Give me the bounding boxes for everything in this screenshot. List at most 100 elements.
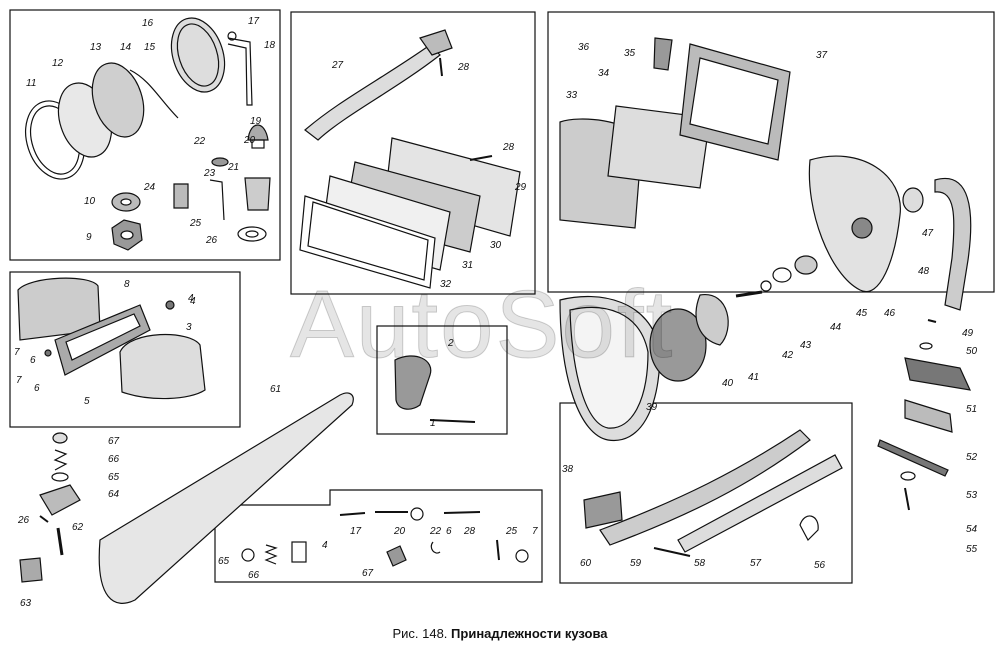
- label: 35: [624, 48, 636, 59]
- label: 29: [514, 182, 527, 193]
- holder-21: [244, 177, 271, 211]
- label: 67: [108, 436, 120, 447]
- label: 42: [782, 350, 794, 361]
- label: 33: [566, 90, 578, 101]
- label: 43: [800, 340, 812, 351]
- label: 24: [143, 182, 156, 193]
- washer-54: [900, 471, 916, 481]
- label: 63: [20, 598, 32, 609]
- label: 12: [52, 58, 64, 69]
- screw-26-left: [39, 515, 49, 523]
- nut-67: [52, 432, 68, 444]
- panel-ashtray-frame: [9, 271, 241, 428]
- label: 18: [264, 40, 276, 51]
- lamp-diffuser-13: [91, 62, 145, 138]
- label: 61: [270, 384, 281, 395]
- label: 44: [830, 322, 842, 333]
- label: 49: [962, 328, 974, 339]
- inset-label: 7: [532, 526, 538, 537]
- label: 3: [186, 322, 192, 333]
- label: 6: [34, 383, 40, 394]
- label: 14: [120, 42, 132, 53]
- coat-hook-2: [394, 355, 432, 410]
- cap-45: [794, 255, 818, 275]
- lamp-wire-14: [129, 69, 179, 119]
- washer-65: [51, 472, 69, 482]
- label: 7: [16, 375, 22, 386]
- washer-43: [760, 280, 772, 292]
- label: 4: [190, 296, 196, 307]
- label: 59: [630, 558, 642, 569]
- label: 19: [250, 116, 262, 127]
- spring-44: [772, 267, 792, 283]
- label: 25: [189, 218, 202, 229]
- label: 48: [918, 266, 930, 277]
- lamp-bracket-18: [227, 37, 253, 106]
- label: 66: [108, 454, 120, 465]
- panel-handle-frame: [559, 402, 853, 584]
- bracket-51: [904, 357, 972, 391]
- inset-label: 66: [248, 570, 260, 581]
- inset-label: 6: [446, 526, 452, 537]
- extra-label: 6: [30, 355, 36, 366]
- contact-23: [209, 179, 225, 221]
- label: 53: [966, 490, 978, 501]
- bolt-42: [735, 290, 763, 298]
- panel-mirror-frame: [290, 11, 536, 295]
- label: 50: [966, 346, 978, 357]
- label: 58: [694, 558, 706, 569]
- label: 65: [108, 472, 120, 483]
- watermark: AutoSoft: [289, 271, 675, 379]
- label: 8: [124, 279, 130, 290]
- spring-66: [53, 449, 68, 471]
- label: 16: [142, 18, 154, 29]
- inset-label: 67: [362, 568, 374, 579]
- screw-58: [653, 547, 691, 557]
- label: 2: [447, 338, 454, 349]
- extra-label: 7: [14, 347, 20, 358]
- label: 23: [203, 168, 216, 179]
- label: 46: [884, 308, 896, 319]
- label: 1: [430, 418, 436, 429]
- gasket-40: [649, 308, 707, 382]
- label: 15: [144, 42, 156, 53]
- label: 30: [490, 240, 502, 251]
- screw-28-b: [439, 57, 443, 77]
- inset-label: 25: [505, 526, 518, 537]
- label: 36: [578, 42, 590, 53]
- bar-57: [677, 454, 843, 553]
- washer-50: [919, 342, 933, 350]
- label: 54: [966, 524, 978, 535]
- panel-light-frame: [547, 11, 995, 293]
- extra-label: 26: [17, 515, 30, 526]
- inset-label: 65: [218, 556, 230, 567]
- figure-caption: Рис. 148. Принадлежности кузова: [0, 626, 1000, 641]
- label: 34: [598, 68, 610, 79]
- inset-label: 4: [322, 540, 328, 551]
- panel-hook-frame: [376, 325, 508, 435]
- label: 27: [331, 60, 344, 71]
- label: 62: [72, 522, 84, 533]
- label: 47: [922, 228, 934, 239]
- bracket-64: [39, 484, 81, 516]
- washer-22: [211, 157, 229, 167]
- ashtray-3: [119, 333, 206, 400]
- label: 55: [966, 544, 978, 555]
- screw-4: [165, 300, 175, 310]
- spring-41: [695, 294, 729, 346]
- inset-label: 22: [429, 526, 442, 537]
- handle-48: [934, 177, 972, 311]
- label: 56: [814, 560, 826, 571]
- label: 28: [457, 62, 470, 73]
- label: 39: [646, 402, 658, 413]
- lamp-housing-16: [170, 17, 226, 93]
- caption-prefix: Рис. 148.: [392, 626, 448, 641]
- label: 64: [108, 489, 120, 500]
- label: 38: [562, 464, 574, 475]
- label: 13: [90, 42, 102, 53]
- bulb-19: [247, 124, 269, 141]
- screw-1: [429, 419, 476, 423]
- mirror-glass-39: [569, 306, 649, 429]
- panel-fasteners-frame: [214, 489, 543, 583]
